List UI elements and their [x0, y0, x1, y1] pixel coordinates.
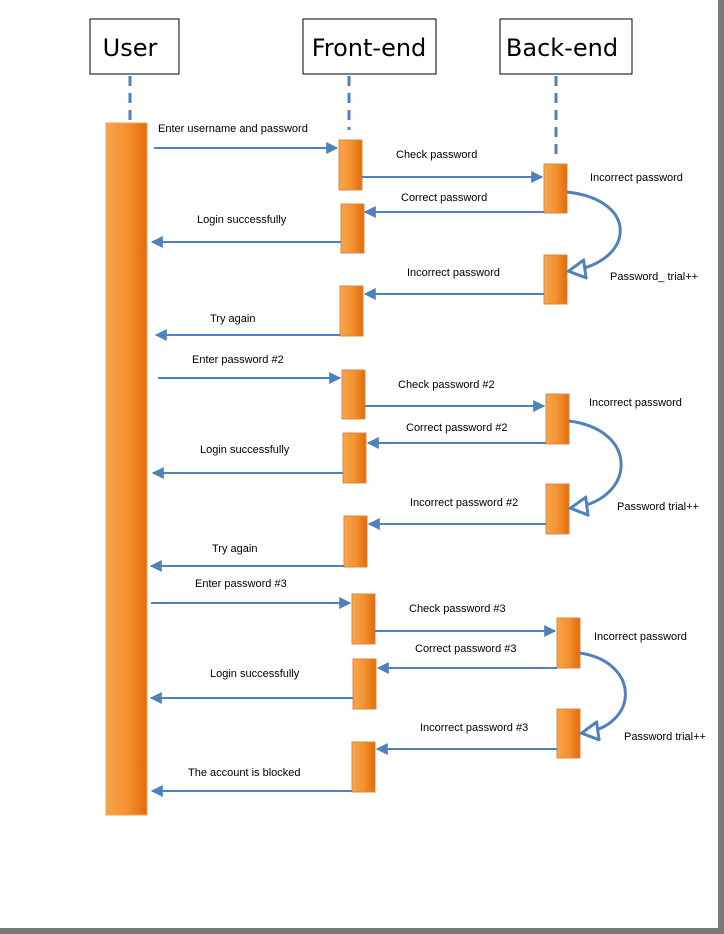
message-label: Check password — [396, 149, 477, 161]
self-loop-arrow — [567, 190, 622, 271]
self-loop-arrow — [580, 651, 627, 733]
activation-frontend — [339, 285, 364, 337]
self-loop-arrow — [569, 419, 623, 508]
activation-backend — [543, 163, 568, 214]
actor-user: User — [89, 18, 180, 75]
self-loops — [567, 190, 627, 733]
actor-box-frontend — [302, 18, 437, 75]
message-label: Correct password #3 — [415, 643, 517, 655]
activation-frontend — [343, 515, 368, 568]
actor-label-backend: Back-end — [506, 34, 618, 62]
activation-backend — [543, 254, 568, 305]
frontend-activations — [338, 139, 377, 793]
self-loop-top-label: Incorrect password — [594, 631, 687, 643]
message-label: Enter username and password — [158, 123, 308, 135]
message-label: Try again — [210, 313, 255, 325]
message-label: Login successfully — [200, 444, 290, 456]
message-label: Login successfully — [210, 668, 300, 680]
activation-frontend — [338, 139, 363, 191]
actor-label-user: User — [103, 34, 158, 62]
activation-frontend — [342, 432, 367, 484]
message-label: Check password #2 — [398, 379, 495, 391]
activation-backend — [545, 393, 570, 445]
actor-frontend: Front-end — [302, 18, 437, 75]
message-label: Login successfully — [197, 214, 287, 226]
message-label: Incorrect password #2 — [410, 497, 518, 509]
message-labels: Enter username and password Check passwo… — [158, 123, 528, 779]
activation-frontend — [341, 369, 366, 420]
self-loop-labels: Incorrect password Password_ trial++ Inc… — [589, 172, 706, 743]
message-label: Check password #3 — [409, 603, 506, 615]
message-label: Correct password #2 — [406, 422, 508, 434]
activation-frontend — [351, 593, 376, 645]
self-loop-bottom-label: Password trial++ — [617, 501, 699, 513]
activation-frontend — [351, 741, 376, 793]
message-label: Incorrect password #3 — [420, 722, 528, 734]
message-label: Try again — [212, 543, 257, 555]
message-label: Enter password #2 — [192, 354, 284, 366]
activation-user — [105, 122, 148, 816]
actor-box-user — [89, 18, 180, 75]
activation-frontend — [340, 203, 365, 254]
message-label: Incorrect password — [407, 267, 500, 279]
message-arrows — [149, 142, 557, 797]
activation-backend — [545, 483, 570, 535]
activation-backend — [556, 708, 581, 759]
actor-label-frontend: Front-end — [312, 34, 427, 62]
self-loop-top-label: Incorrect password — [589, 397, 682, 409]
actor-box-backend — [499, 18, 633, 75]
activation-frontend — [352, 658, 377, 710]
self-loop-bottom-label: Password_ trial++ — [610, 271, 698, 283]
activation-backend — [556, 617, 581, 669]
self-loop-top-label: Incorrect password — [590, 172, 683, 184]
backend-activations — [543, 163, 581, 759]
self-loop-bottom-label: Password trial++ — [624, 731, 706, 743]
message-label: The account is blocked — [188, 767, 301, 779]
message-label: Correct password — [401, 192, 487, 204]
message-label: Enter password #3 — [195, 578, 287, 590]
actor-backend: Back-end — [499, 18, 633, 75]
